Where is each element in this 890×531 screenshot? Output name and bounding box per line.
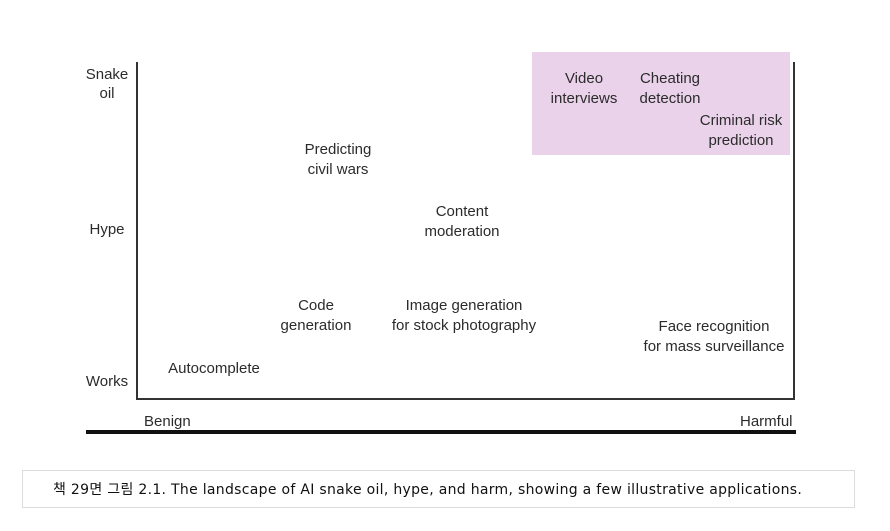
item-image-generation: Image generation for stock photography bbox=[391, 297, 537, 334]
x-axis-label-benign: Benign bbox=[144, 413, 191, 430]
y-axis-label-hype: Hype bbox=[89, 221, 125, 238]
right-border-line bbox=[793, 62, 795, 400]
y-axis-line bbox=[136, 62, 138, 400]
snake-oil-harmful-region bbox=[532, 52, 790, 155]
x-axis-label-harmful: Harmful bbox=[740, 413, 793, 430]
figure-caption-box: 책 29면 그림 2.1. The landscape of AI snake … bbox=[22, 470, 855, 508]
item-face-recognition: Face recognition for mass surveillance bbox=[643, 318, 785, 355]
item-video-interviews: Video interviews bbox=[550, 70, 618, 107]
x-axis-line bbox=[136, 398, 795, 400]
y-axis-label-works: Works bbox=[85, 373, 129, 390]
item-predicting-civil-wars: Predicting civil wars bbox=[304, 141, 372, 178]
item-code-generation: Code generation bbox=[280, 297, 352, 334]
figure-bottom-rule bbox=[86, 430, 796, 434]
figure-caption: 책 29면 그림 2.1. The landscape of AI snake … bbox=[53, 482, 803, 498]
item-cheating-detection: Cheating detection bbox=[639, 70, 701, 107]
item-criminal-risk-prediction: Criminal risk prediction bbox=[699, 112, 783, 149]
item-autocomplete: Autocomplete bbox=[168, 360, 260, 377]
y-axis-label-snake-oil: Snake oil bbox=[85, 66, 129, 102]
item-content-moderation: Content moderation bbox=[424, 203, 500, 240]
